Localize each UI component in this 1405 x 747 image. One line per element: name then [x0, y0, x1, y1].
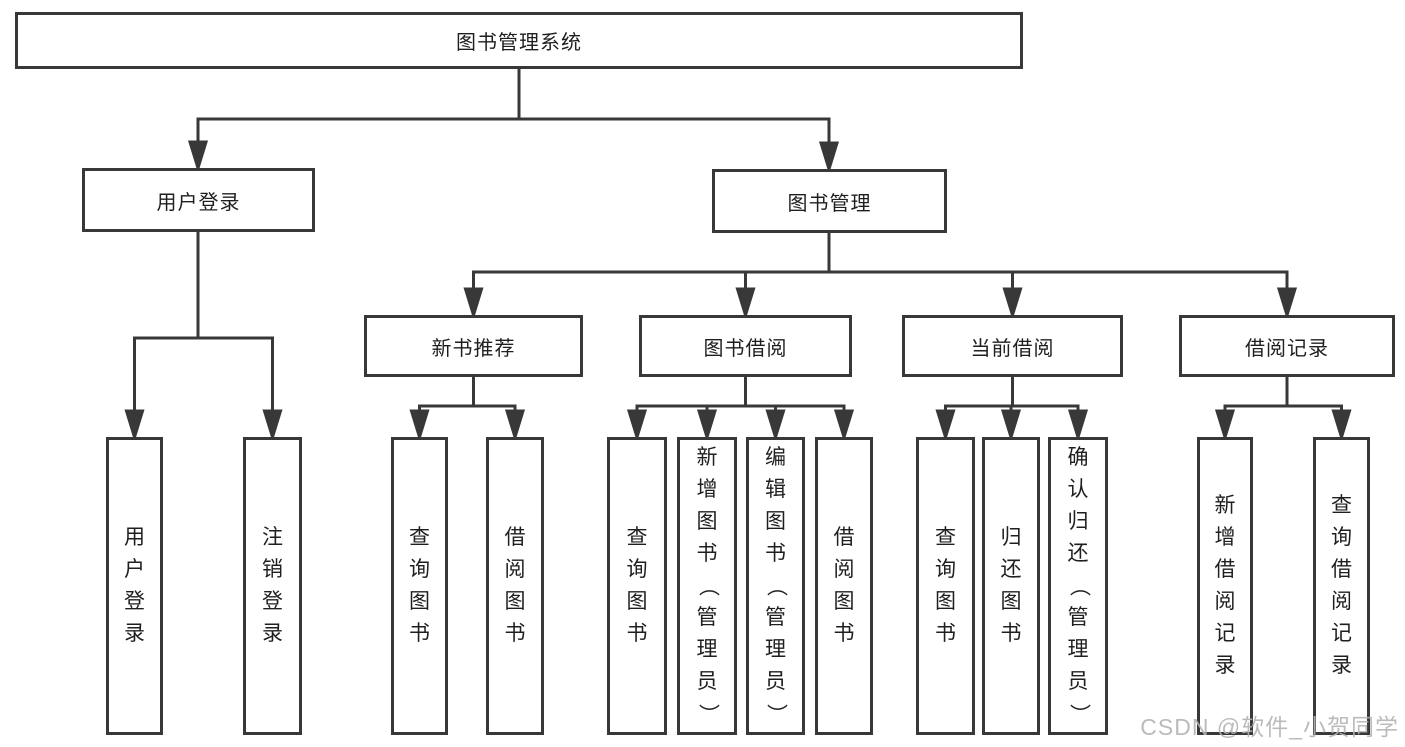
leaf-label: 借阅图书 [833, 526, 855, 645]
leaf-confirm-return-admin: 确认归还（管理员） [1048, 437, 1108, 735]
leaf-borrow-books: 借阅图书 [815, 437, 873, 735]
leaf-label: 查询图书 [626, 526, 648, 645]
leaf-user-login: 用户登录 [106, 437, 163, 735]
node-borrow-records: 借阅记录 [1179, 315, 1395, 377]
node-book-borrow: 图书借阅 [639, 315, 852, 377]
leaf-label: 新增图书（管理员） [696, 446, 719, 725]
leaf-label: 借阅图书 [504, 526, 526, 645]
leaf-label: 确认归还（管理员） [1067, 446, 1090, 725]
leaf-label: 用户登录 [124, 526, 145, 645]
csdn-watermark: CSDN @软件_小贺同学 [1140, 714, 1399, 740]
leaf-query-books-borrow: 查询图书 [607, 437, 667, 735]
node-new-book-recommend: 新书推荐 [364, 315, 583, 377]
leaf-label: 注销登录 [262, 526, 283, 645]
leaf-label: 查询借阅记录 [1331, 494, 1352, 677]
leaf-label: 归还图书 [1000, 526, 1022, 645]
leaf-label: 新增借阅记录 [1214, 494, 1236, 677]
leaf-add-borrow-record: 新增借阅记录 [1197, 437, 1253, 735]
leaf-query-borrow-record: 查询借阅记录 [1313, 437, 1370, 735]
leaf-add-book-admin: 新增图书（管理员） [677, 437, 737, 735]
leaf-borrow-books-recommend: 借阅图书 [486, 437, 544, 735]
node-library-management-system: 图书管理系统 [15, 12, 1023, 69]
node-user-login: 用户登录 [82, 168, 315, 232]
node-current-borrow: 当前借阅 [902, 315, 1123, 377]
leaf-query-books-current: 查询图书 [916, 437, 975, 735]
leaf-label: 查询图书 [409, 526, 430, 645]
leaf-query-books-recommend: 查询图书 [391, 437, 448, 735]
leaf-label: 编辑图书（管理员） [764, 446, 788, 725]
leaf-return-book: 归还图书 [982, 437, 1040, 735]
leaf-edit-book-admin: 编辑图书（管理员） [746, 437, 805, 735]
leaf-label: 查询图书 [935, 526, 956, 645]
node-book-management: 图书管理 [712, 169, 947, 233]
leaf-logout: 注销登录 [243, 437, 302, 735]
